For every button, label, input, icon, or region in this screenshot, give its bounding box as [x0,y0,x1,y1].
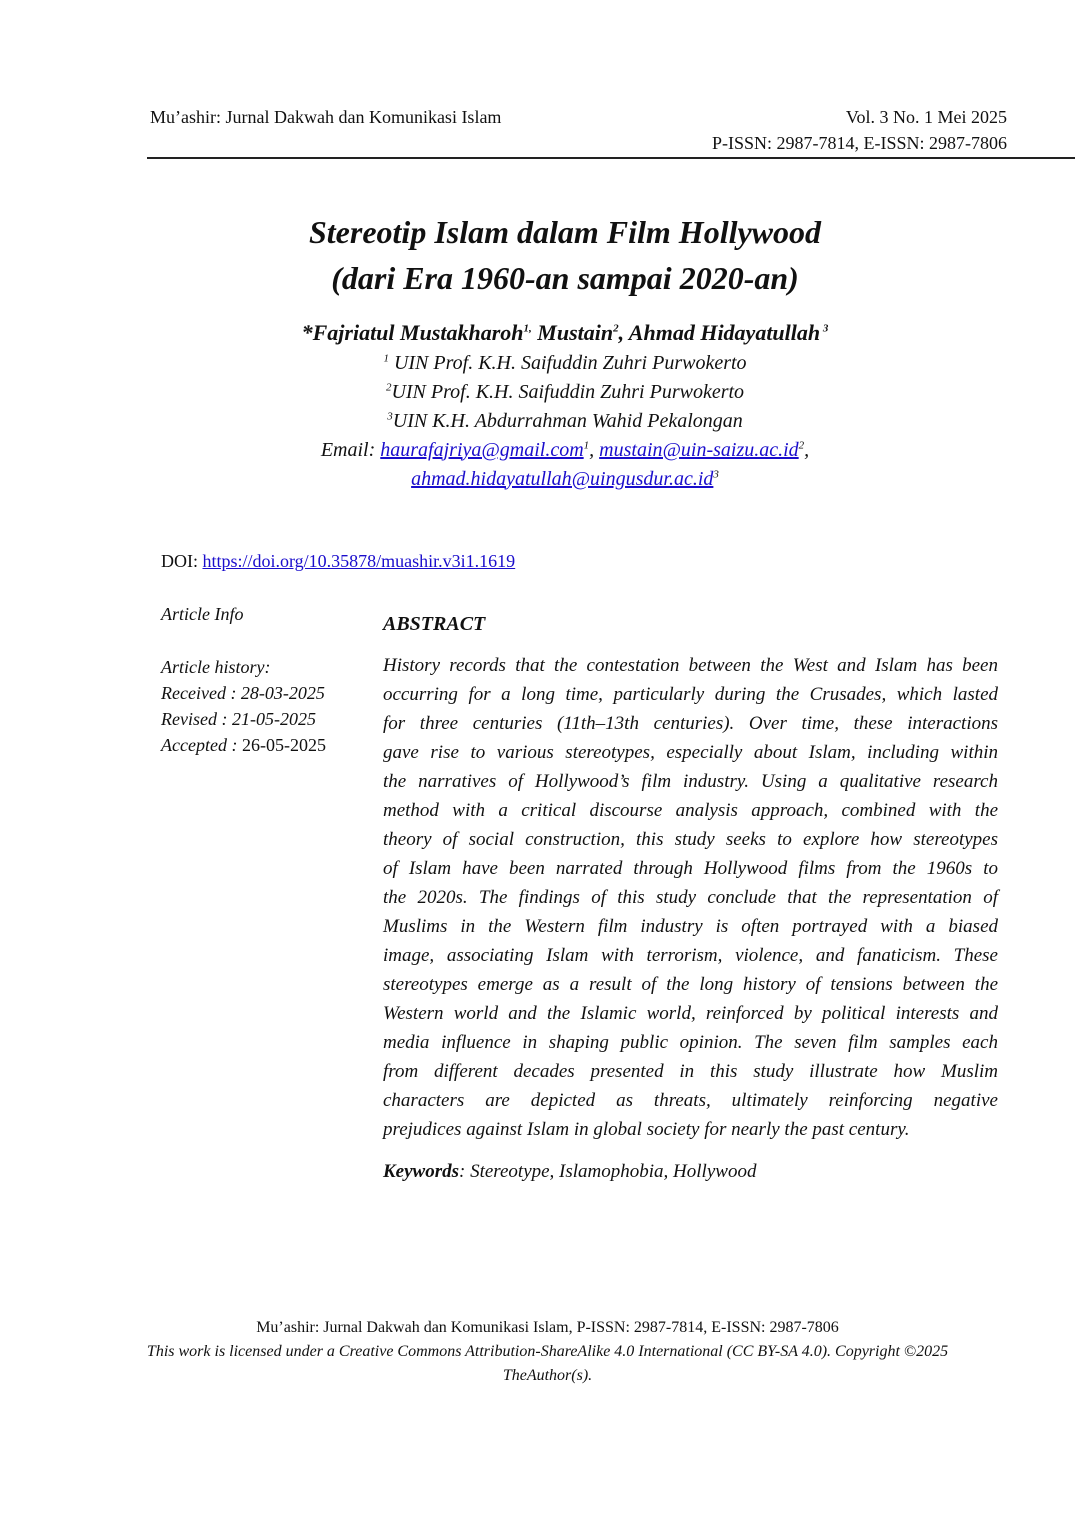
author-sup: 1, [523,322,532,335]
author-sup: 3 [820,322,829,335]
email-line-2: ahmad.hidayatullah@uingusdur.ac.id3 [0,465,1075,494]
doi-label: DOI: [161,550,203,571]
author-name: *Fajriatul Mustakharoh [301,319,524,345]
keywords-text: : Stereotype, Islamophobia, Hollywood [459,1160,757,1182]
abstract-line: media influence in shaping public opinio… [383,1031,998,1053]
aff-text: UIN Prof. K.H. Saifuddin Zuhri Purwokert… [388,351,747,374]
header-rule [147,157,1075,159]
page-footer: Mu’ashir: Jurnal Dakwah dan Komunikasi I… [0,1316,1075,1388]
abstract-line: stereotypes emerge as a result of the lo… [383,973,998,995]
accepted: Accepted : 26-05-2025 [161,732,383,758]
abstract-line: occurring for a long time, particularly … [383,683,998,705]
abstract-line: Muslims in the Western film industry is … [383,915,998,937]
volume-info: Vol. 3 No. 1 Mei 2025 [845,107,1007,127]
email-link-2[interactable]: mustain@uin-saizu.ac.id [599,438,799,461]
abstract-line: method with a critical discourse analysi… [383,799,998,821]
received-date: Received : 28-03-2025 [161,682,325,703]
doi-link[interactable]: https://doi.org/10.35878/muashir.v3i1.16… [202,550,516,571]
running-header: Mu’ashir: Jurnal Dakwah dan Komunikasi I… [150,104,1007,130]
email-link-3[interactable]: ahmad.hidayatullah@uingusdur.ac.id [411,467,714,490]
affiliation-1: 1 UIN Prof. K.H. Saifuddin Zuhri Purwoke… [0,349,1075,378]
email-link-1[interactable]: haurafajriya@gmail.com [380,438,584,461]
email-line-1: Email: haurafajriya@gmail.com1, mustain@… [0,436,1075,465]
title-line-2: (dari Era 1960-an sampai 2020-an) [331,259,799,296]
email-sup: 2 [798,438,805,451]
abstract-heading: ABSTRACT [383,612,486,635]
abstract-line: characters are depicted as threats, ulti… [383,1089,998,1111]
abstract-line: the narratives of Hollywood’s film indus… [383,770,998,792]
accepted-date: 26-05-2025 [241,734,326,755]
abstract-line: gave rise to various stereotypes, especi… [383,741,998,763]
footer-journal: Mu’ashir: Jurnal Dakwah dan Komunikasi I… [256,1318,839,1336]
aff-sup: 3 [387,409,393,422]
affiliation-3: 3UIN K.H. Abdurrahman Wahid Pekalongan [0,407,1075,436]
author-name: Mustain [531,319,614,345]
article-history-label: Article history: [161,656,271,677]
aff-sup: 2 [385,380,392,393]
footer-author: TheAuthor(s). [502,1366,593,1384]
affiliation-2: 2UIN Prof. K.H. Saifuddin Zuhri Purwoker… [0,378,1075,407]
aff-text: UIN Prof. K.H. Saifuddin Zuhri Purwokert… [391,380,745,403]
abstract-line: Western world and the Islamic world, rei… [383,1002,998,1024]
abstract-line: image, associating Islam with terrorism,… [383,944,998,966]
abstract-line: of Islam have been narrated through Holl… [383,857,998,879]
abstract-body: History records that the contestation be… [383,651,998,1144]
separator: , [589,438,600,461]
abstract-line: prejudices against Islam in global socie… [383,1118,910,1140]
email-label: Email: [320,438,381,461]
author-sup: 2 [613,322,619,335]
keywords: Keywords: Stereotype, Islamophobia, Holl… [383,1157,998,1186]
author-name: , Ahmad Hidayatullah [618,319,821,345]
abstract-section: ABSTRACT History records that the contes… [383,601,998,1186]
abstract-line: theory of social construction, this stud… [383,828,998,850]
footer-license: This work is licensed under a Creative C… [146,1342,949,1360]
revised-date: Revised : 21-05-2025 [161,708,316,729]
article-body: Article Info Article history: Received :… [0,601,1075,1186]
aff-text: UIN K.H. Abdurrahman Wahid Pekalongan [392,409,743,432]
article-info-heading: Article Info [161,603,244,624]
abstract-line: from different decades presented in this… [383,1060,998,1082]
abstract-line: the 2020s. The findings of this study co… [383,886,998,908]
accepted-label: Accepted : [161,734,242,755]
authors: *Fajriatul Mustakharoh1, Mustain2, Ahmad… [0,317,1075,349]
article-info: Article Info Article history: Received :… [161,601,383,1186]
abstract-line: for three centuries (11th–13th centuries… [383,712,998,734]
separator: , [804,438,810,461]
doi: DOI: https://doi.org/10.35878/muashir.v3… [161,549,1075,573]
keywords-label: Keywords [383,1160,459,1182]
title-line-1: Stereotip Islam dalam Film Hollywood [308,213,822,250]
issn-info: P-ISSN: 2987-7814, E-ISSN: 2987-7806 [711,133,1007,153]
aff-sup: 1 [383,351,389,364]
abstract-line: History records that the contestation be… [383,654,998,676]
journal-name: Mu’ashir: Jurnal Dakwah dan Komunikasi I… [150,107,502,127]
email-sup: 3 [713,467,719,480]
email-sup: 1 [583,438,590,451]
